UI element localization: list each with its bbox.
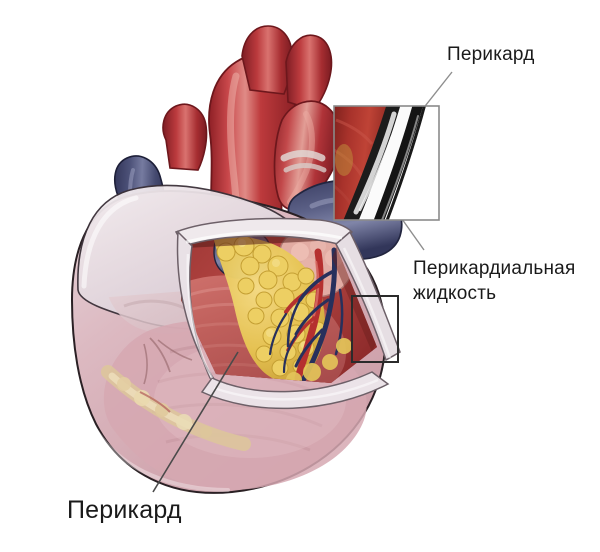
leader-pericardium-bottom <box>152 351 239 493</box>
inset-myocardium-texture-1 <box>335 118 374 145</box>
inset-border <box>333 105 440 221</box>
inset-parietal-highlight <box>380 115 419 220</box>
inset-magnification-box <box>333 105 440 221</box>
flap-highlight-4 <box>213 378 379 401</box>
inset-fat-spot <box>335 144 353 176</box>
brachiocephalic-artery <box>162 103 208 171</box>
inferior-fat-strand <box>101 365 251 451</box>
pulmonary-trunk-highlight <box>287 111 315 205</box>
label-pericardial-fluid: Перикардиальная жидкость <box>413 258 576 304</box>
aortic-arch-branch-2 <box>285 34 333 111</box>
sac-highlight-rim-2 <box>94 428 230 492</box>
flap-highlight-2 <box>186 253 214 379</box>
inset-source-region-marker <box>351 295 399 363</box>
inset-fibrous-layer <box>385 106 426 220</box>
flap-highlight-1 <box>185 230 343 244</box>
label-pericardium-top: Перикард <box>447 44 535 65</box>
inset-myocardium <box>334 106 389 220</box>
surface-coronary-branches <box>143 337 193 385</box>
aortic-arch-branch <box>241 25 293 95</box>
inset-visceral-highlight <box>353 111 397 215</box>
pericardium-flap-bottom <box>200 371 390 410</box>
flap-highlight-3 <box>342 247 392 359</box>
sac-highlight-rim <box>81 195 139 289</box>
inset-pericardial-fluid <box>359 106 413 220</box>
window-lower-fat <box>286 338 352 383</box>
label-pericardium-bottom: Перикард <box>67 496 182 524</box>
ligamentum-arteriosum <box>280 150 326 162</box>
ligamentum-arteriosum-2 <box>283 163 327 173</box>
inset-parietal-layer <box>373 106 423 220</box>
